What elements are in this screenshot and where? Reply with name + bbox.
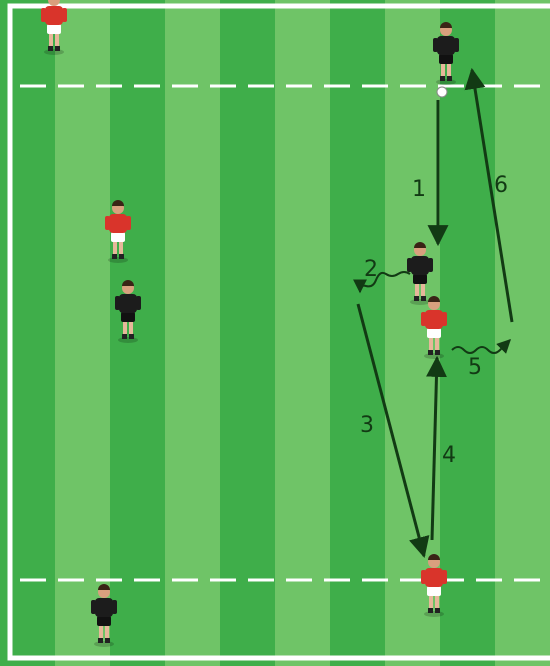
grass-stripe: [275, 0, 330, 666]
player-part: [410, 299, 430, 305]
step-label-5: 5: [468, 355, 482, 380]
player-part: [424, 611, 444, 617]
step-label-6: 6: [494, 173, 508, 198]
player-part: [442, 570, 447, 584]
player-part: [425, 568, 443, 587]
player-part: [94, 641, 114, 647]
player-part: [414, 296, 419, 301]
player-part: [126, 216, 131, 230]
player-part: [48, 46, 53, 51]
player-part: [112, 254, 117, 259]
player-part: [44, 49, 64, 55]
grass-stripe: [330, 0, 385, 666]
player-part: [427, 586, 441, 596]
player-part: [433, 38, 438, 52]
player-part: [428, 608, 433, 613]
player-part: [115, 296, 120, 310]
player-part: [436, 79, 456, 85]
player-part: [427, 328, 441, 338]
player-part: [111, 232, 125, 242]
player-part: [424, 353, 444, 359]
player-part: [105, 638, 110, 643]
player-part: [425, 310, 443, 329]
player-part: [47, 24, 61, 34]
grass-stripe: [165, 0, 220, 666]
player-part: [98, 638, 103, 643]
player-part: [435, 608, 440, 613]
player-part: [62, 8, 67, 22]
grass-stripe: [495, 0, 550, 666]
player-part: [428, 350, 433, 355]
player-part: [95, 598, 113, 617]
player-part: [122, 334, 127, 339]
player-part: [428, 258, 433, 272]
step-label-2: 2: [364, 257, 378, 282]
player-part: [421, 312, 426, 326]
player-part: [91, 600, 96, 614]
player-part: [421, 570, 426, 584]
grass-stripe: [440, 0, 495, 666]
grass-stripe: [220, 0, 275, 666]
player-part: [118, 337, 138, 343]
player-part: [97, 616, 111, 626]
player-part: [119, 254, 124, 259]
ball: [437, 87, 447, 97]
grass-stripe: [55, 0, 110, 666]
step-label-4: 4: [442, 443, 456, 468]
player-part: [136, 296, 141, 310]
player-part: [41, 8, 46, 22]
player-part: [440, 76, 445, 81]
player-part: [108, 257, 128, 263]
player-part: [112, 600, 117, 614]
player-part: [413, 274, 427, 284]
step-label-3: 3: [360, 413, 374, 438]
step-label-1: 1: [412, 177, 426, 202]
player-part: [439, 54, 453, 64]
player-part: [407, 258, 412, 272]
player-part: [119, 294, 137, 313]
player-part: [105, 216, 110, 230]
player-part: [437, 36, 455, 55]
player-part: [55, 46, 60, 51]
player-part: [411, 256, 429, 275]
player-part: [129, 334, 134, 339]
player-part: [45, 6, 63, 25]
grass-stripe: [110, 0, 165, 666]
player-part: [447, 76, 452, 81]
player-part: [442, 312, 447, 326]
player-part: [121, 312, 135, 322]
player-part: [454, 38, 459, 52]
player-part: [421, 296, 426, 301]
player-part: [109, 214, 127, 233]
player-part: [435, 350, 440, 355]
